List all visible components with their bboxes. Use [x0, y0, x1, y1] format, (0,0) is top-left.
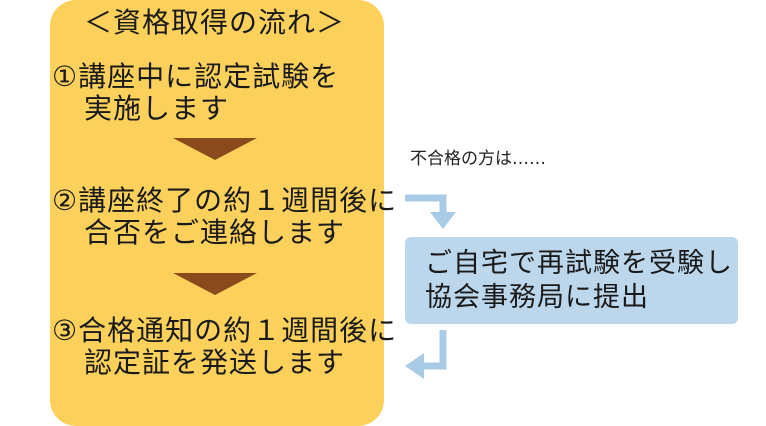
branch-arrow-icon — [405, 194, 456, 229]
flow-title: ＜資格取得の流れ＞ — [84, 6, 346, 39]
down-arrow-2-icon — [173, 273, 257, 295]
down-arrow-1-icon — [173, 138, 257, 160]
step-3-line-1: ③合格通知の約１週間後に — [52, 314, 398, 347]
retry-line-1: ご自宅で再試験を受験し — [425, 248, 733, 279]
step-3-line-2: 認定証を発送します — [84, 346, 346, 379]
retry-box: ご自宅で再試験を受験し 協会事務局に提出 — [405, 237, 738, 324]
flow-panel — [50, 0, 384, 426]
step-2-line-2: 合否をご連絡します — [84, 216, 346, 249]
step-2-line-1: ②講座終了の約１週間後に — [52, 184, 398, 217]
step-1-line-1: ①講座中に認定試験を — [52, 60, 340, 93]
retry-line-2: 協会事務局に提出 — [425, 282, 649, 313]
return-arrow-icon — [405, 330, 447, 379]
fail-note: 不合格の方は…… — [410, 149, 546, 169]
step-1-line-2: 実施します — [84, 92, 230, 125]
